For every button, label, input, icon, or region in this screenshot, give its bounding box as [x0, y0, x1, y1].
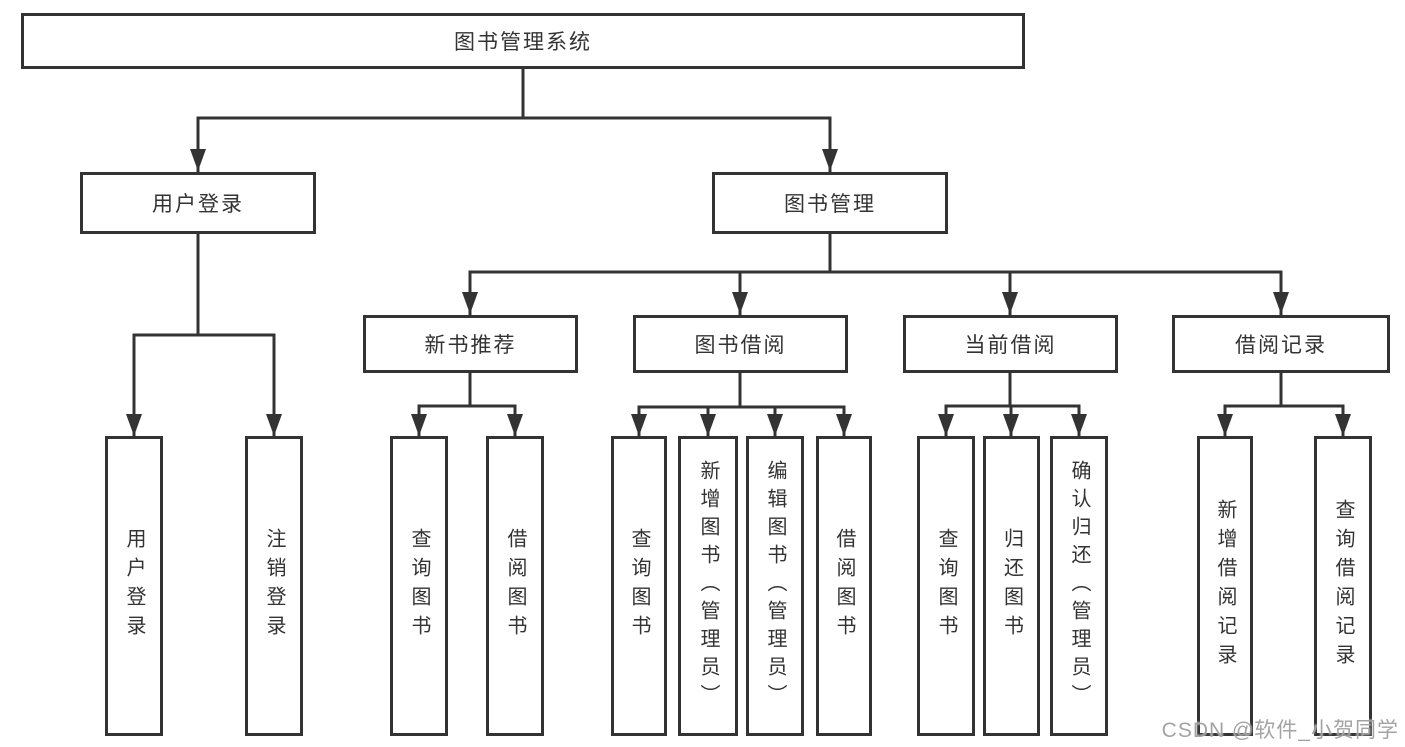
leaf-query-books-3-label: 查询图书 [935, 528, 957, 644]
leaf-edit-book-admin-label: 编辑图书（管理员） [764, 460, 786, 712]
connector-root [190, 67, 838, 173]
node-user-login-label: 用户登录 [152, 193, 244, 216]
leaf-add-borrow-record: 新增借阅记录 [1197, 436, 1253, 736]
leaf-borrow-books-2: 借阅图书 [816, 436, 872, 736]
node-current-borrow-label: 当前借阅 [964, 334, 1057, 357]
leaf-add-borrow-record-label: 新增借阅记录 [1214, 499, 1236, 673]
leaf-borrow-books-1: 借阅图书 [486, 436, 544, 736]
leaf-add-book-admin: 新增图书（管理员） [678, 436, 738, 736]
leaf-query-books-2-label: 查询图书 [628, 528, 650, 644]
connector-book-management [462, 232, 1289, 316]
connector-current-borrow [938, 371, 1087, 438]
node-borrow-records: 借阅记录 [1172, 315, 1390, 373]
leaf-return-book: 归还图书 [983, 436, 1040, 736]
node-new-book-recommend-label: 新书推荐 [424, 334, 517, 357]
leaf-query-books-1-label: 查询图书 [408, 528, 430, 644]
node-book-management: 图书管理 [712, 172, 948, 234]
connector-user-login [126, 232, 282, 438]
node-user-login: 用户登录 [80, 172, 316, 234]
connector-borrow-records [1217, 371, 1351, 438]
leaf-logout-label: 注销登录 [263, 528, 285, 644]
leaf-user-login-label: 用户登录 [123, 528, 145, 644]
node-book-borrow-label: 图书借阅 [694, 334, 787, 357]
leaf-logout: 注销登录 [245, 436, 303, 736]
leaf-edit-book-admin: 编辑图书（管理员） [746, 436, 804, 736]
leaf-confirm-return-admin: 确认归还（管理员） [1050, 436, 1108, 736]
connector-new-book-recommend [411, 371, 523, 438]
node-root: 图书管理系统 [21, 13, 1025, 69]
csdn-watermark: CSDN @软件_小贺同学 [1161, 719, 1399, 742]
node-current-borrow: 当前借阅 [903, 315, 1118, 373]
node-root-label: 图书管理系统 [454, 31, 592, 54]
leaf-query-borrow-record: 查询借阅记录 [1314, 436, 1372, 736]
leaf-user-login: 用户登录 [105, 436, 163, 736]
node-new-book-recommend: 新书推荐 [363, 315, 578, 373]
leaf-query-books-1: 查询图书 [390, 436, 448, 736]
node-book-management-label: 图书管理 [784, 193, 876, 216]
connector-book-borrow [631, 371, 852, 438]
leaf-borrow-books-1-label: 借阅图书 [504, 528, 526, 644]
node-book-borrow: 图书借阅 [633, 315, 848, 373]
leaf-query-books-2: 查询图书 [611, 436, 667, 736]
leaf-borrow-books-2-label: 借阅图书 [833, 528, 855, 644]
leaf-query-borrow-record-label: 查询借阅记录 [1332, 499, 1354, 673]
leaf-add-book-admin-label: 新增图书（管理员） [697, 460, 719, 712]
leaf-query-books-3: 查询图书 [917, 436, 975, 736]
node-borrow-records-label: 借阅记录 [1235, 334, 1327, 357]
leaf-confirm-return-admin-label: 确认归还（管理员） [1068, 460, 1090, 712]
leaf-return-book-label: 归还图书 [1000, 528, 1023, 644]
